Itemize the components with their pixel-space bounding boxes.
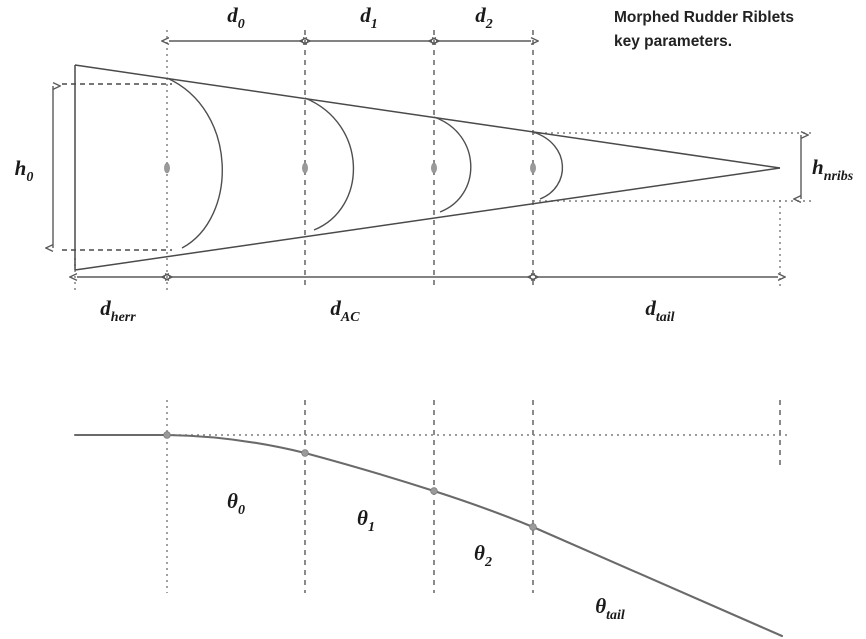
label-h0: h0 xyxy=(15,156,34,185)
deflection-curve-nodes xyxy=(163,431,537,531)
label-theta0: θ0 xyxy=(227,489,245,518)
label-dAC: dAC xyxy=(330,296,360,325)
deflection-node-0 xyxy=(163,431,171,439)
deflection-node-3 xyxy=(529,523,537,531)
riblet-arc-3 xyxy=(532,131,564,200)
deflection-node-1 xyxy=(301,449,309,457)
trailing-edge-line xyxy=(74,167,781,271)
label-d2: d2 xyxy=(475,3,493,32)
caption-line-2: key parameters. xyxy=(614,33,732,50)
label-dherr: dherr xyxy=(100,296,136,325)
riblet-arc-0 xyxy=(166,77,223,249)
riblet-arcs xyxy=(166,77,564,249)
label-d1: d1 xyxy=(360,3,378,32)
riblet-node-2 xyxy=(431,162,437,174)
rudder-planform-outline xyxy=(74,64,781,271)
station-lines-top xyxy=(74,30,781,290)
riblet-station-nodes xyxy=(164,162,536,174)
leading-edge-line xyxy=(74,64,781,169)
deflection-node-2 xyxy=(430,487,438,495)
label-theta2: θ2 xyxy=(474,541,492,570)
figure-caption: Morphed Rudder Riblets key parameters. xyxy=(614,9,794,50)
riblet-arc-1 xyxy=(304,97,355,231)
riblet-arc-2 xyxy=(433,116,472,213)
label-thetatail: θtail xyxy=(595,594,625,623)
riblet-node-3 xyxy=(530,162,536,174)
riblet-node-0 xyxy=(164,162,170,174)
label-dtail: dtail xyxy=(645,296,674,325)
label-d0: d0 xyxy=(227,3,245,32)
deflection-curve xyxy=(73,433,784,638)
label-hnribs: hnribs xyxy=(812,155,854,184)
label-theta1: θ1 xyxy=(357,506,375,535)
caption-line-1: Morphed Rudder Riblets xyxy=(614,9,794,26)
riblet-node-1 xyxy=(302,162,308,174)
